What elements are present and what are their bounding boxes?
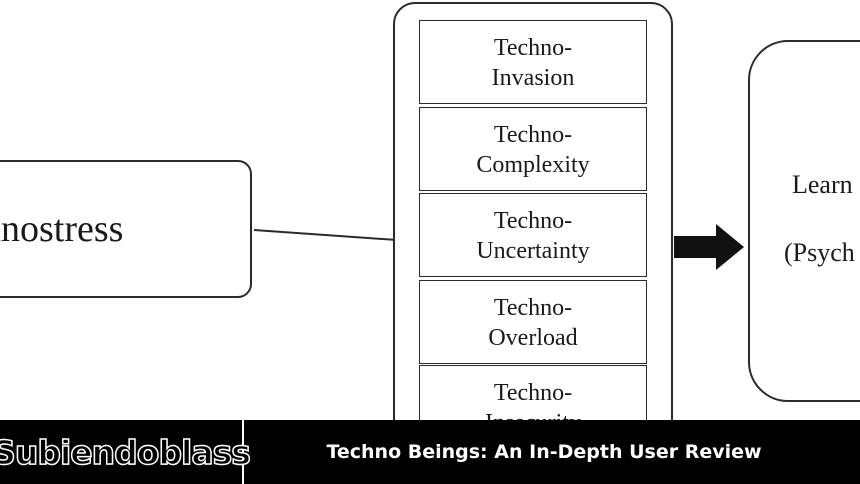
outcome-box	[748, 40, 860, 402]
stressor-line2: Invasion	[491, 65, 575, 91]
stressor-box-overload: Techno- Overload	[419, 280, 647, 364]
brand-text: Subiendoblass	[0, 432, 252, 473]
stressor-line1: Techno-	[493, 122, 573, 148]
connector-line	[253, 229, 394, 241]
stressor-line2: Overload	[488, 325, 578, 351]
stressor-box-complexity: Techno- Complexity	[419, 107, 647, 191]
technostress-label: nnostress	[0, 208, 124, 250]
stressor-box-uncertainty: Techno- Uncertainty	[419, 193, 647, 277]
stressor-line2: Complexity	[476, 152, 590, 178]
arrow-right-icon	[674, 236, 718, 258]
stressor-box-invasion: Techno- Invasion	[419, 20, 647, 104]
stressor-line1: Techno-	[493, 380, 573, 406]
outcome-line3: (Psych	[784, 238, 855, 267]
stressor-line1: Techno-	[493, 295, 573, 321]
arrow-head-icon	[716, 224, 744, 270]
outcome-line1: Learn	[792, 170, 853, 199]
outcome-line2: b	[780, 202, 860, 236]
outcome-label: Learn b (Psych	[780, 168, 860, 270]
footer-bar	[0, 420, 860, 484]
brand-logo[interactable]: Subiendoblass	[0, 420, 252, 484]
article-title[interactable]: Techno Beings: An In-Depth User Review	[326, 441, 762, 463]
stressor-line1: Techno-	[493, 35, 573, 61]
technostress-box	[0, 160, 252, 298]
stressor-line2: Uncertainty	[476, 238, 590, 264]
stressor-line1: Techno-	[493, 208, 573, 234]
